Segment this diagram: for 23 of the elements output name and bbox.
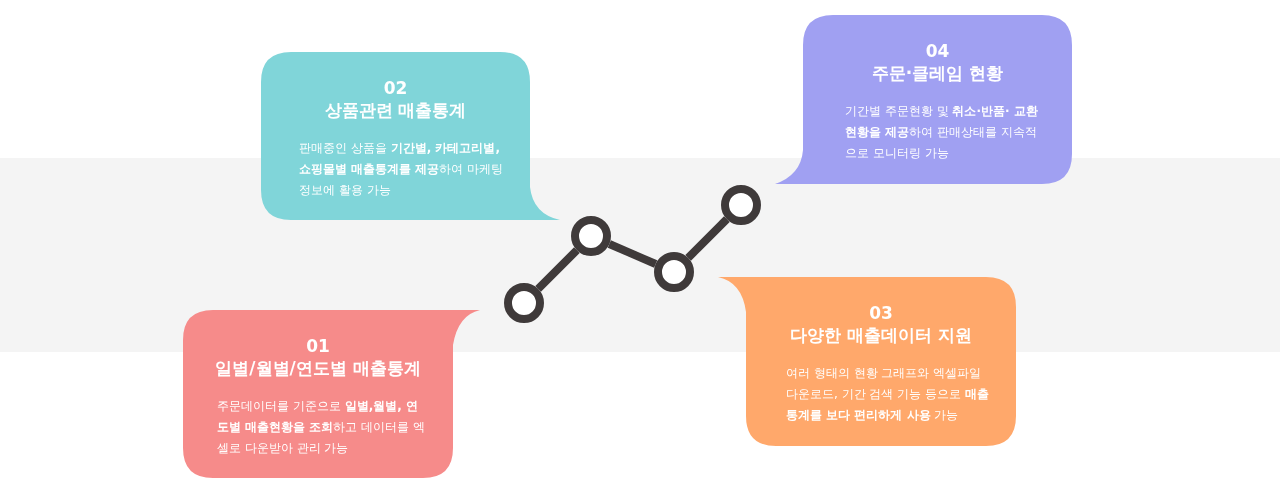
step-number: 01 [305,336,331,356]
speech-bubble [261,52,560,220]
circle-marker [571,216,611,256]
circle-marker [721,185,761,225]
heading: 다양한 매출데이터 지원 [789,324,973,347]
description: 판매중인 상품을 기간별, 카테고리별, 쇼핑몰별 매출통계를 제공하여 마케팅 정보에 활용 가능 [299,140,505,199]
circle-marker [504,283,544,323]
connector-line [685,216,730,261]
description: 기간별 주문현황 및 취소·반품· 교환 현황을 제공하여 판매상태를 지속적으로 모니터링 가능 [845,103,1039,162]
step-number: 04 [924,41,951,61]
connector-line [535,247,580,292]
heading: 주문·클레임 현황 [870,62,1005,85]
heading: 상품관련 매출통계 [323,99,468,122]
step-number: 02 [382,78,409,98]
step-number: 03 [868,303,894,323]
circle-marker [654,252,694,292]
connector-line [607,240,658,268]
description: 주문데이터를 기준으로 일별,월별, 연도별 매출현황을 조회하고 데이터를 엑셀로 다운받아 관리 가능 [217,398,426,457]
speech-bubble [183,310,480,478]
speech-bubble [775,15,1072,184]
heading: 일별/월별/연도별 매출통계 [214,357,422,380]
description: 여러 형태의 현황 그래프와 엑셀파일 다운로드, 기간 검색 기능 등으로 매출통계를 보다 편리하게 사용 가능 [786,365,990,424]
speech-bubble [718,277,1016,446]
